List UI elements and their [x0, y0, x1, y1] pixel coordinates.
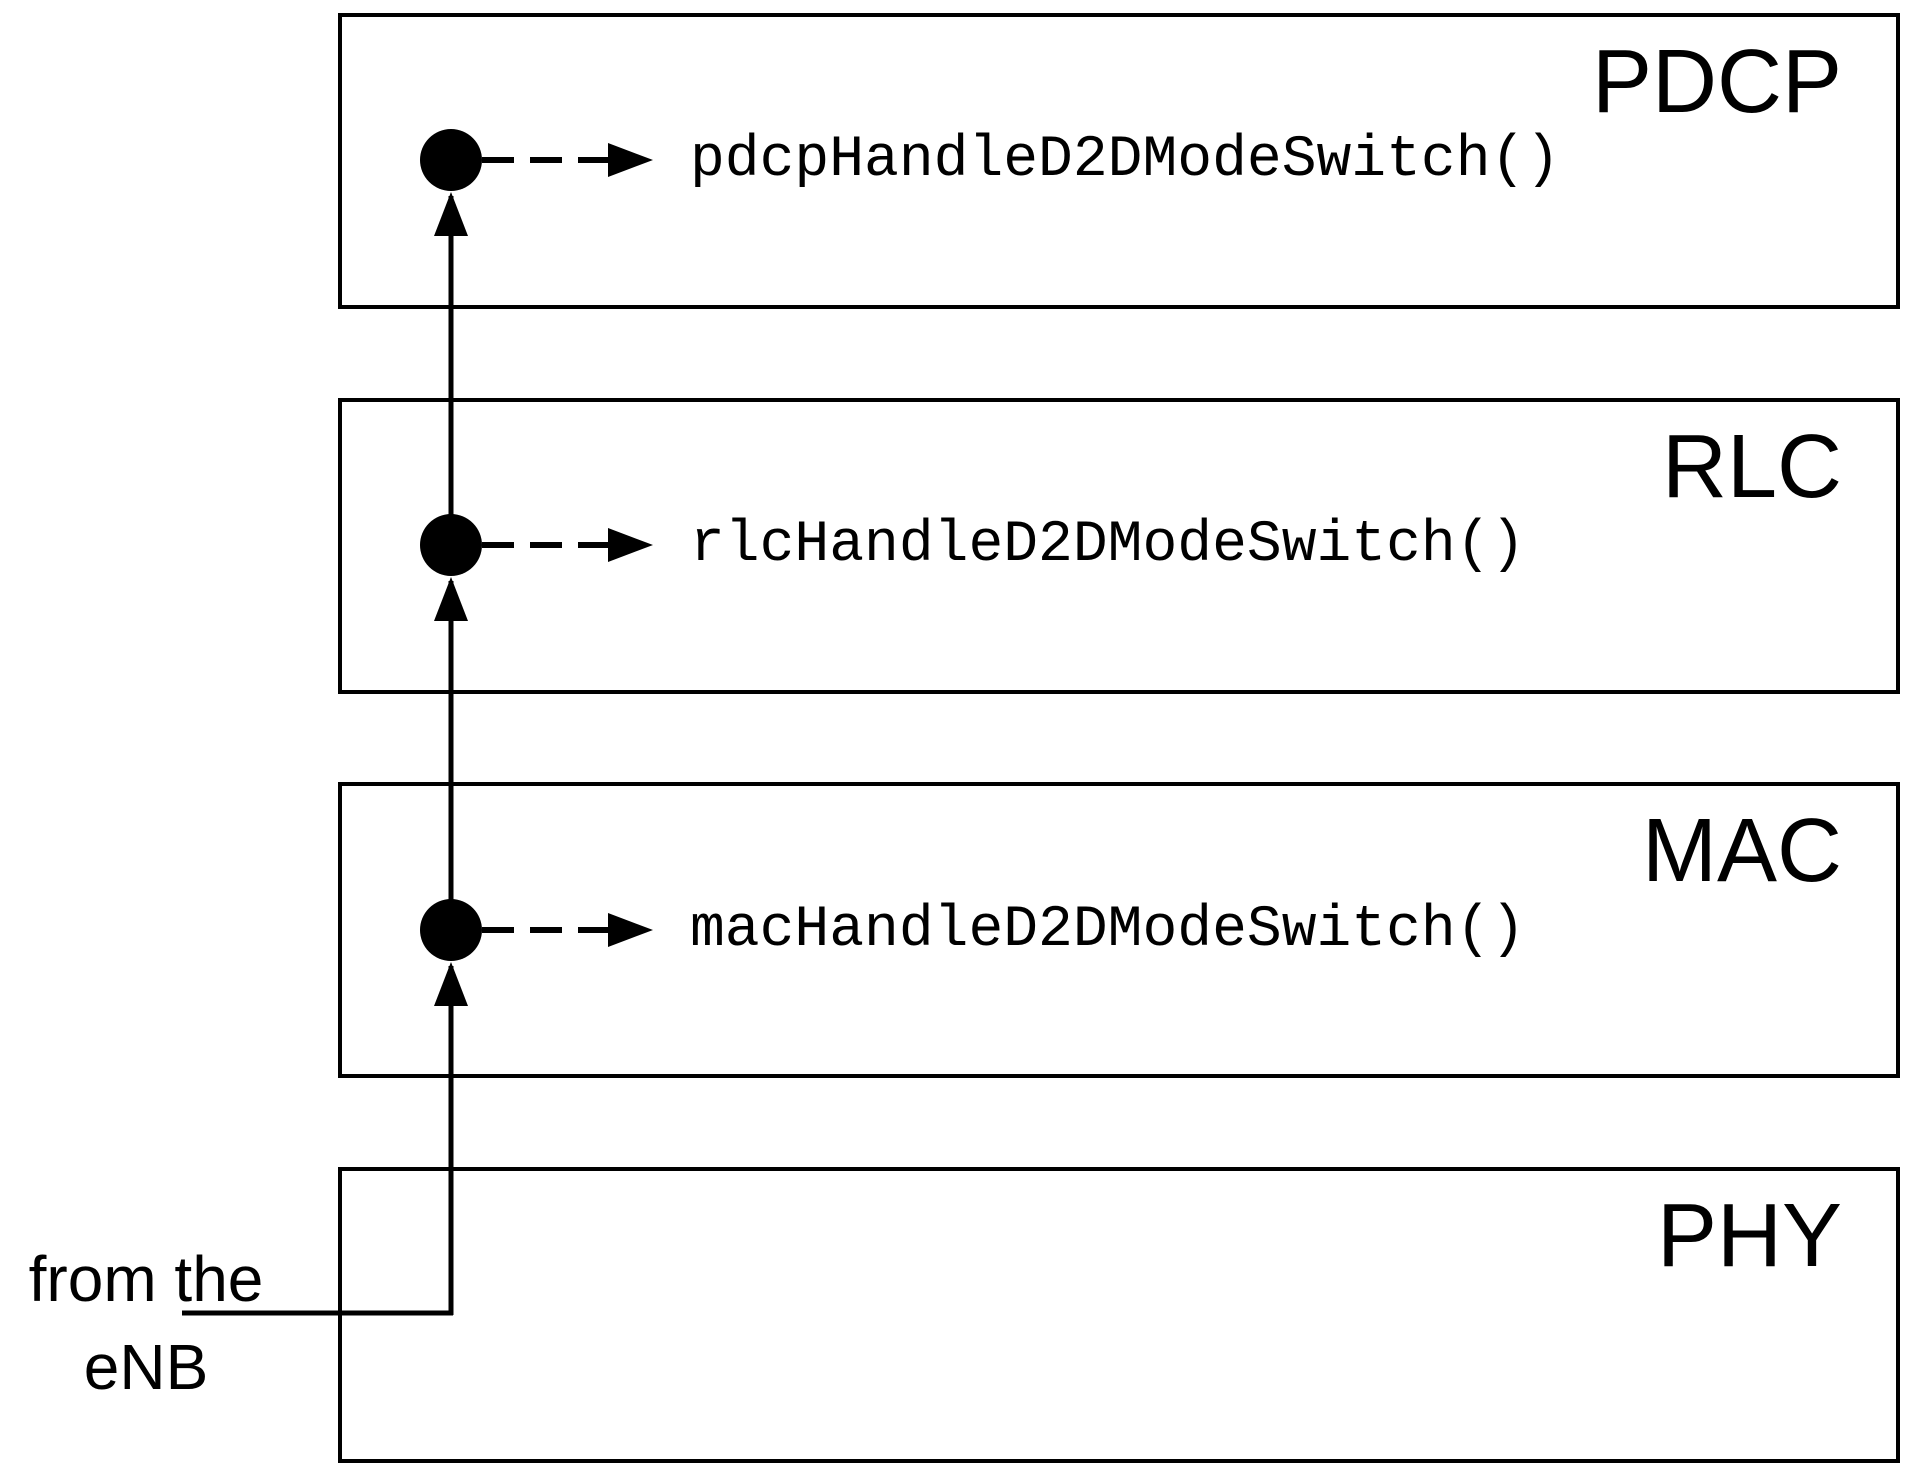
layer-label-pdcp: PDCP — [1591, 32, 1842, 132]
layer-box-pdcp: PDCP — [338, 13, 1900, 309]
from-enb-label: from the eNB — [0, 1235, 292, 1411]
handler-call-pdcp: pdcpHandleD2DModeSwitch() — [690, 128, 1561, 193]
layer-box-rlc: RLC — [338, 398, 1900, 694]
layer-label-mac: MAC — [1642, 801, 1842, 901]
handler-call-rlc: rlcHandleD2DModeSwitch() — [690, 513, 1526, 578]
layer-label-phy: PHY — [1656, 1186, 1842, 1286]
from-enb-line2: eNB — [83, 1331, 209, 1403]
layer-box-phy: PHY — [338, 1167, 1900, 1463]
from-enb-line1: from the — [28, 1243, 264, 1315]
layer-box-mac: MAC — [338, 782, 1900, 1078]
layer-label-rlc: RLC — [1661, 417, 1842, 517]
handler-call-mac: macHandleD2DModeSwitch() — [690, 898, 1526, 963]
